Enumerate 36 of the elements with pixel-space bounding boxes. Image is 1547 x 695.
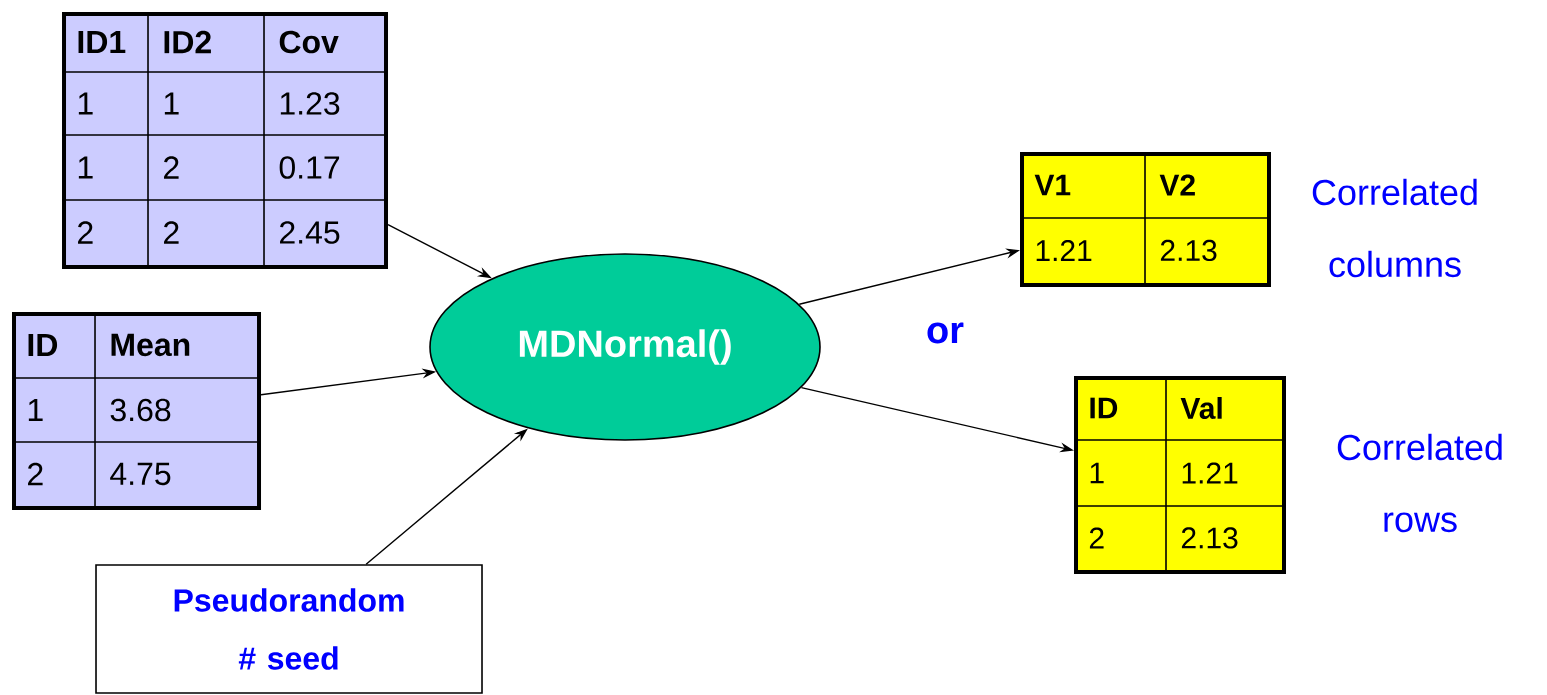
column-header: ID xyxy=(28,334,58,356)
table-cell: 2 xyxy=(1089,527,1104,549)
table-cell: 1.21 xyxy=(1036,240,1092,261)
table-cell: 3.68 xyxy=(110,398,171,422)
table-cell: 2.45 xyxy=(280,221,340,244)
data-table xyxy=(1019,151,1271,287)
data-table xyxy=(61,11,388,269)
table-cell: 0.17 xyxy=(279,156,340,179)
data-table xyxy=(1073,375,1286,574)
data-table xyxy=(11,311,261,510)
table-cell: 2 xyxy=(28,462,43,486)
column-header: Val xyxy=(1180,397,1222,419)
column-header: V1 xyxy=(1034,174,1071,196)
caption-text: Correlated rows xyxy=(1337,433,1502,533)
column-header: ID xyxy=(1090,397,1118,419)
connector-word: or xyxy=(927,322,964,344)
table-cell: 1 xyxy=(28,399,43,421)
column-header: Mean xyxy=(111,333,190,357)
table-cell: 1 xyxy=(78,92,93,115)
input-box: Pseudorandom # seed xyxy=(95,564,483,694)
column-header: V2 xyxy=(1159,174,1195,196)
column-header: ID1 xyxy=(78,31,126,53)
column-header: Cov xyxy=(279,30,339,54)
table-cell: 1 xyxy=(78,156,93,179)
table-cell: 1.23 xyxy=(280,92,340,115)
table-cell: 2 xyxy=(164,156,179,179)
table-cell: 2 xyxy=(164,221,179,244)
table-cell: 1 xyxy=(1090,462,1104,484)
caption-text: Correlated columns xyxy=(1312,178,1477,278)
table-cell: 2 xyxy=(78,221,93,244)
table-cell: 2.13 xyxy=(1160,239,1217,262)
table-cell: 4.75 xyxy=(110,462,171,486)
table-cell: 1.21 xyxy=(1182,462,1238,484)
column-header: ID2 xyxy=(164,30,211,54)
table-cell: 2.13 xyxy=(1181,527,1238,549)
table-cell: 1 xyxy=(164,92,179,115)
